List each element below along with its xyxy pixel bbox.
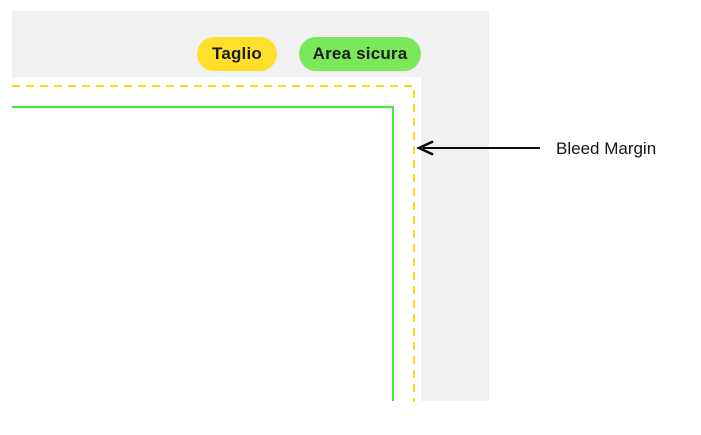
trim-line — [12, 85, 415, 402]
trim-badge: Taglio — [197, 37, 277, 71]
safe-area-badge: Area sicura — [299, 37, 421, 71]
safe-area-badge-label: Area sicura — [312, 44, 408, 63]
bleed-area-right — [421, 11, 489, 401]
bleed-margin-label: Bleed Margin — [556, 139, 657, 158]
safe-area-line — [12, 106, 394, 401]
trim-badge-label: Taglio — [212, 44, 262, 63]
